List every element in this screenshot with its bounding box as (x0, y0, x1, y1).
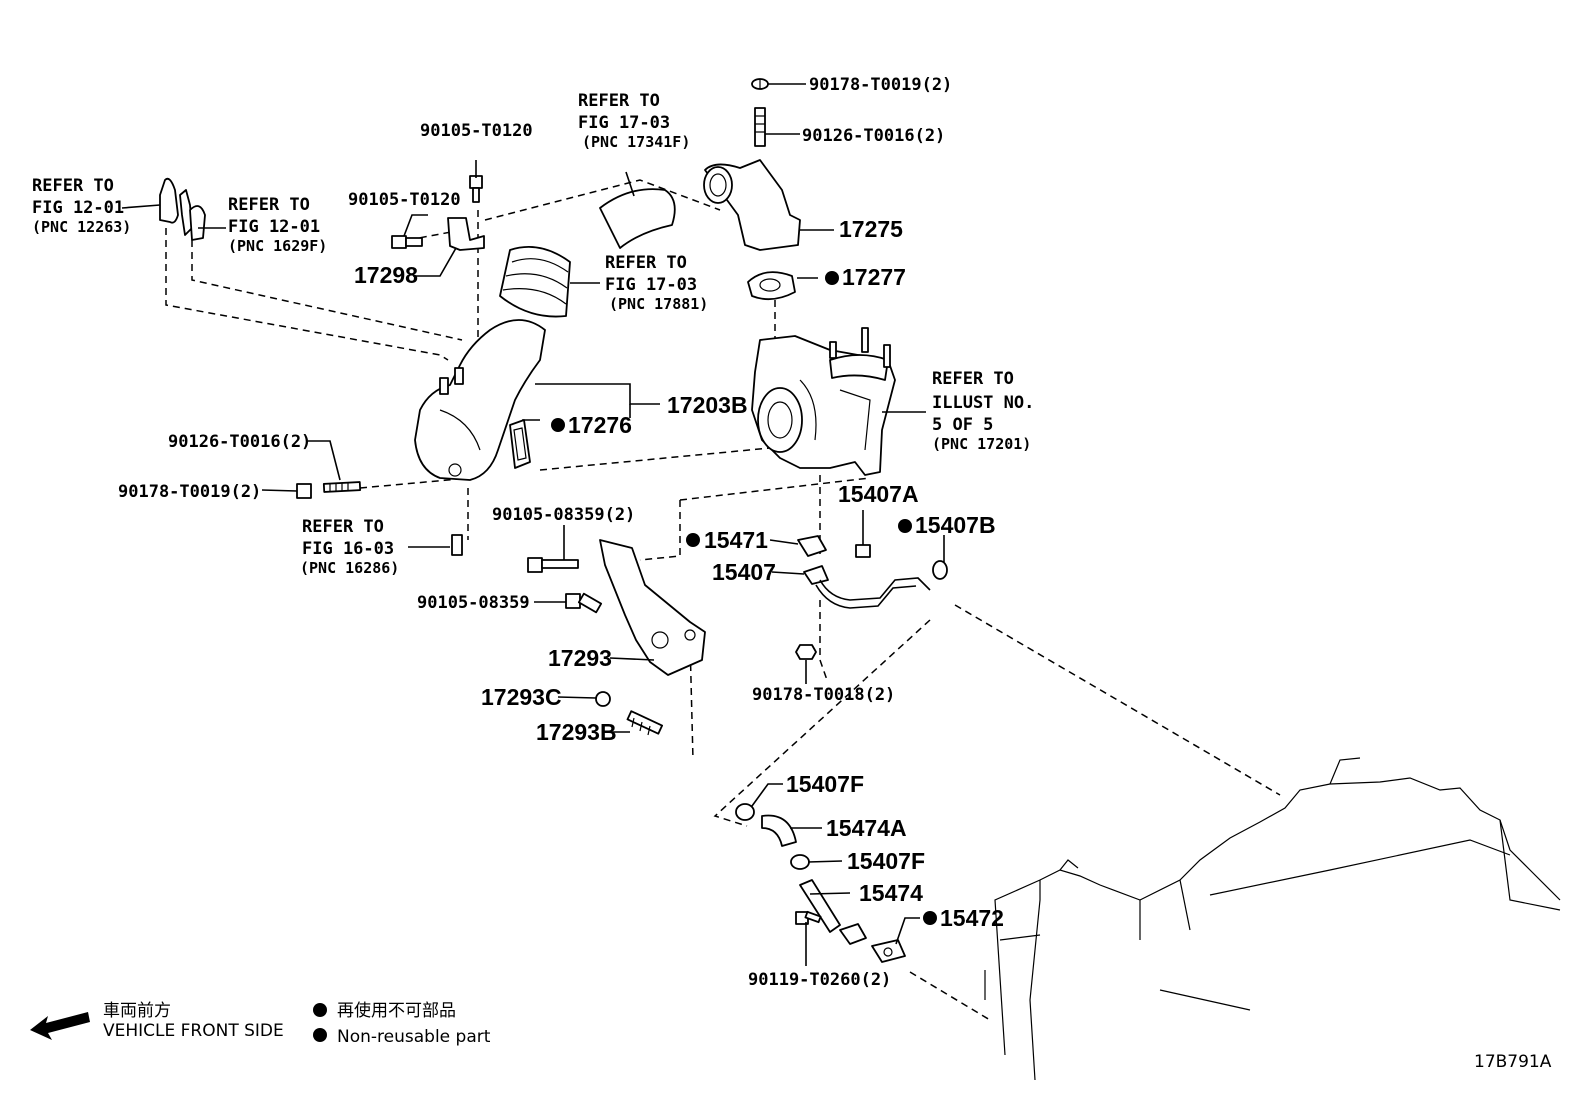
stud-90126-t0016-left-icon (322, 481, 362, 493)
legend-dot-icon-2 (313, 1028, 327, 1042)
bracket-17293-icon (599, 539, 706, 676)
bolt-90105-t0120-left-icon (391, 235, 423, 249)
legend-dot-icon-1 (313, 1003, 327, 1017)
air-hose-boot-icon (499, 245, 571, 318)
part-label-15407a[interactable]: 15407A (838, 481, 919, 507)
part-label-17277[interactable]: 17277 (842, 264, 906, 290)
legend-nonreuse-jp: 再使用不可部品 (337, 1000, 456, 1021)
part-label-90178-t0018[interactable]: 90178-T0018(2) (752, 685, 895, 705)
part-label-17293b[interactable]: 17293B (536, 719, 617, 745)
pipe-16286-icon (451, 534, 463, 556)
ref-fig-16-03: REFER TO FIG 16-03 (PNC 16286) (300, 517, 404, 577)
part-label-17298[interactable]: 17298 (354, 262, 418, 288)
part-label-15407[interactable]: 15407 (712, 559, 776, 585)
legend-front-jp: 車両前方 (103, 1001, 171, 1021)
stud-90126-t0016-top-icon (754, 107, 766, 147)
non-reusable-dot-17277 (825, 271, 839, 285)
gasket-15471-icon (797, 535, 827, 557)
ref-fig-17-03-a: REFER TO FIG 17-03 (PNC 17341F) (578, 91, 690, 151)
intercooler-pipe-icon (599, 188, 676, 249)
part-label-90119-t0260[interactable]: 90119-T0260(2) (748, 970, 891, 990)
ref-fig-17-03-b: REFER TO FIG 17-03 (PNC 17881) (605, 253, 708, 313)
non-reusable-dot-15472 (923, 911, 937, 925)
part-label-90105-t0120-left[interactable]: 90105-T0120 (348, 190, 461, 210)
turbocharger-assy-icon (751, 327, 896, 476)
hose-1629f-icon (189, 205, 206, 241)
part-label-15407f-top[interactable]: 15407F (786, 771, 864, 797)
gasket-15407f-bottom-icon (790, 854, 810, 870)
part-labels: 90178-T0019(2) 90126-T0016(2) 17275 1727… (118, 75, 1004, 990)
oil-pipe-15407-icon (803, 565, 931, 609)
part-label-17275[interactable]: 17275 (839, 216, 903, 242)
part-label-17276[interactable]: 17276 (568, 412, 632, 438)
union-bolt-15407a-icon (855, 544, 871, 558)
gasket-15407b-icon (932, 560, 948, 580)
part-label-15472[interactable]: 15472 (940, 905, 1004, 931)
part-label-15407f-bottom[interactable]: 15407F (847, 848, 925, 874)
nut-90178-t0018-icon (795, 644, 817, 660)
turbo-inlet-elbow-17275-icon (703, 159, 801, 251)
non-reusable-dot-15471 (686, 533, 700, 547)
part-label-90105-t0120-top[interactable]: 90105-T0120 (420, 121, 533, 141)
hose-12263-icon (159, 177, 193, 236)
part-label-15471[interactable]: 15471 (704, 527, 768, 553)
part-label-90178-t0019-top[interactable]: 90178-T0019(2) (809, 75, 952, 95)
nut-90178-t0019-top-icon (751, 78, 769, 90)
legend-front-en: VEHICLE FRONT SIDE (103, 1021, 284, 1041)
alignment-lines (165, 179, 1281, 1021)
non-reusable-dot-15407b (898, 519, 912, 533)
ref-fig-12-01-a: REFER TO FIG 12-01 (PNC 12263) (32, 176, 134, 236)
bracket-17298-icon (447, 217, 485, 251)
bolt-90105-08359-icon (565, 592, 603, 614)
part-label-90105-08359-double[interactable]: 90105-08359(2) (492, 505, 635, 525)
part-label-15407b[interactable]: 15407B (915, 512, 996, 538)
bolt-90119-t0260-icon (795, 910, 822, 925)
part-label-17203b[interactable]: 17203B (667, 392, 748, 418)
oil-return-pipe-15474-icon (799, 879, 867, 945)
part-label-15474a[interactable]: 15474A (826, 815, 907, 841)
legend-nonreuse-en: Non-reusable part (337, 1027, 491, 1047)
gasket-15472-icon (871, 939, 906, 963)
legend: 車両前方 VEHICLE FRONT SIDE 再使用不可部品 Non-reus… (30, 1000, 491, 1047)
part-label-90105-08359[interactable]: 90105-08359 (417, 593, 530, 613)
turbo-outlet-elbow-17203b-icon (414, 319, 546, 481)
part-label-17293[interactable]: 17293 (548, 645, 612, 671)
stud-17293b-icon (626, 710, 663, 736)
bolt-90105-08359-double-icon (527, 557, 579, 573)
part-label-17293c[interactable]: 17293C (481, 684, 562, 710)
ref-fig-12-01-b: REFER TO FIG 12-01 (PNC 1629F) (228, 195, 330, 255)
part-label-15474[interactable]: 15474 (859, 880, 923, 906)
non-reusable-markers (551, 271, 937, 925)
part-label-90126-t0016-top[interactable]: 90126-T0016(2) (802, 126, 945, 146)
bolt-90105-t0120-icon (469, 175, 483, 203)
vehicle-front-arrow-icon (30, 1012, 90, 1040)
engine-block-outline (984, 757, 1561, 1081)
non-reusable-dot-17276 (551, 418, 565, 432)
part-label-90126-t0016-left[interactable]: 90126-T0016(2) (168, 432, 311, 452)
gasket-17276-icon (509, 419, 531, 469)
part-label-90178-t0019-left[interactable]: 90178-T0019(2) (118, 482, 261, 502)
gasket-17277-icon (747, 271, 796, 301)
nut-17293c-icon (595, 691, 611, 707)
gasket-15407f-top-icon (735, 803, 755, 821)
ref-illust-5-of-5: REFER TO ILLUST NO. 5 OF 5 (PNC 17201) (932, 369, 1045, 453)
nut-90178-t0019-left-icon (296, 483, 312, 499)
hose-15474a-icon (761, 814, 797, 847)
leader-lines (121, 83, 945, 966)
illustration-code: 17B791A (1474, 1052, 1552, 1072)
